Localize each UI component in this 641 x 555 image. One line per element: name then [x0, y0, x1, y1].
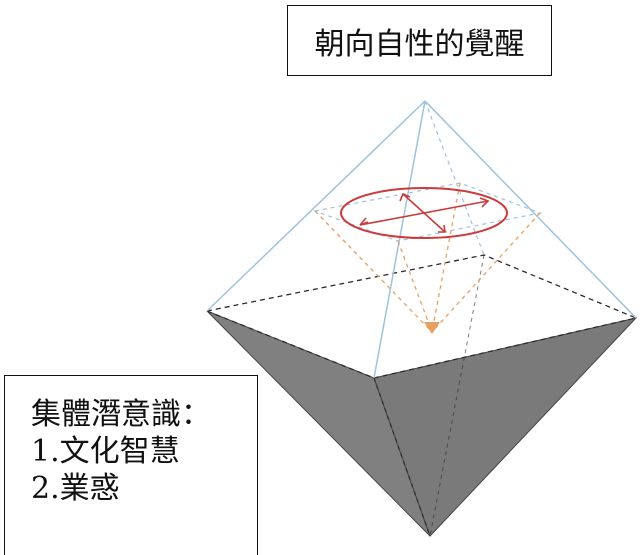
title-box: 朝向自性的覺醒 [287, 5, 552, 76]
note-item-cultural-wisdom: 1.文化智慧 [31, 434, 180, 469]
note-item-karma: 2.業惑 [31, 471, 120, 506]
upper-edge-right [424, 100, 637, 319]
upper-edge-back [424, 100, 485, 256]
base-square-back [206, 254, 637, 319]
ellipse-arrows [359, 192, 490, 233]
base-square-front-left [206, 310, 375, 379]
upper-edge-front [373, 100, 426, 379]
lower-hidden-edge [373, 377, 431, 537]
title-text: 朝向自性的覺醒 [314, 26, 525, 62]
projection-lines [314, 182, 541, 333]
upper-edge-left [206, 100, 426, 312]
convergence-point-arrow [424, 322, 440, 334]
awakening-ellipse [340, 187, 508, 239]
note-heading: 集體潛意識： [31, 397, 211, 432]
collective-unconscious-note: 集體潛意識： 1.文化智慧 2.業惑 [4, 375, 258, 555]
